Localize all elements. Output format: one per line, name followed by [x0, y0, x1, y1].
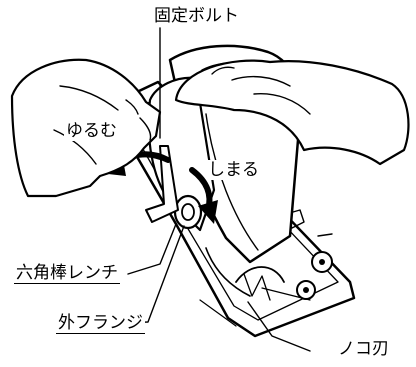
saw-blade-edge	[205, 247, 251, 297]
label-loosen: ゆるむ	[64, 121, 119, 141]
upper-right-hand	[174, 59, 410, 166]
label-hex-wrench: 六角棒レンチ	[14, 263, 120, 284]
label-saw-blade: ノコ刃	[336, 339, 391, 359]
label-tighten: しまる	[206, 160, 261, 180]
label-lock-bolt: 固定ボルト	[152, 6, 241, 26]
hex-wrench	[145, 145, 179, 223]
outer-flange	[173, 194, 203, 230]
label-outer-flange: 外フランジ	[56, 313, 145, 334]
tighten-arrow	[189, 167, 218, 224]
